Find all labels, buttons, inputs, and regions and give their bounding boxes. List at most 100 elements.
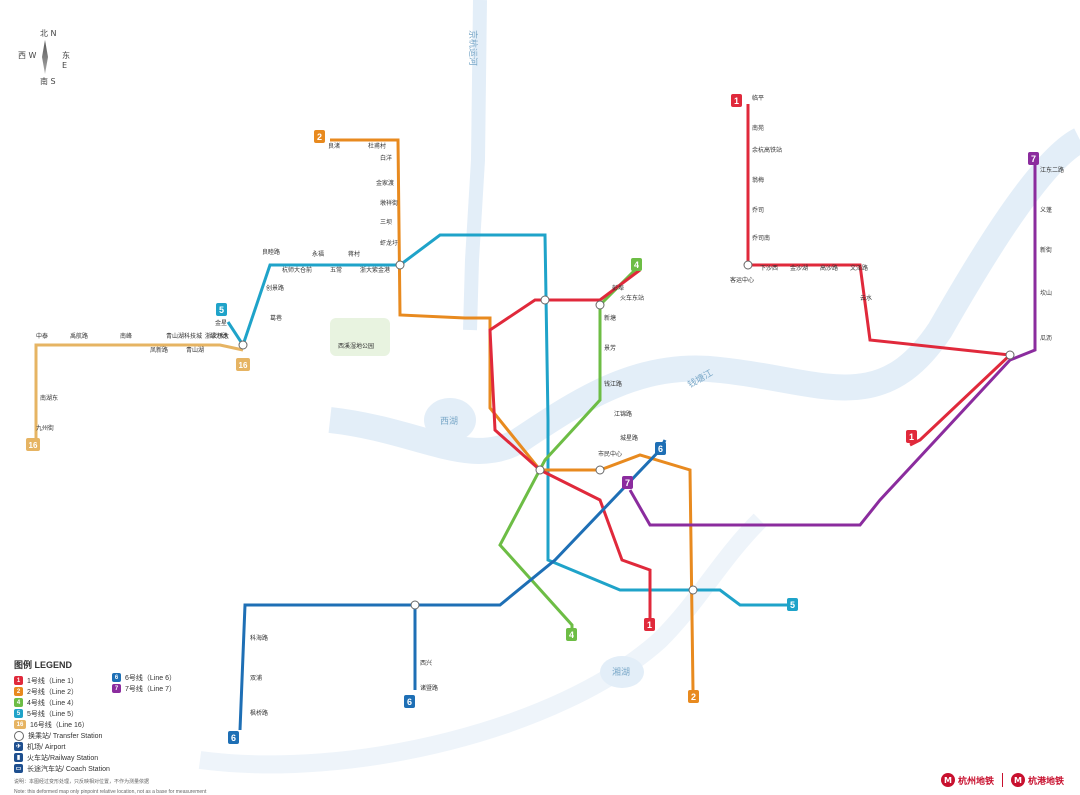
station-label: 临平 — [752, 94, 764, 102]
legend-item: 2 2号线（Line 2） — [14, 686, 314, 697]
line-5-badge-east: 5 — [787, 598, 798, 611]
hangzhou-metro-name: 杭州地铁 — [957, 776, 994, 787]
legend-swatch: 2 — [14, 687, 23, 696]
svg-text:7: 7 — [625, 478, 630, 488]
svg-text:6: 6 — [407, 697, 412, 707]
coach-icon: ▭ — [14, 764, 23, 773]
station-label: 下沙西 — [760, 265, 778, 272]
west-lake — [424, 398, 476, 442]
compass-north-en: N — [50, 29, 57, 38]
grand-canal — [463, 0, 487, 331]
line-2-badge-north: 2 — [314, 130, 325, 143]
station-label: 南湖东 — [40, 394, 58, 402]
legend-item: 7 7号线（Line 7） — [112, 683, 176, 694]
line-5-badge-west: 5 — [216, 303, 227, 316]
compass: 北 N 南 S 东 E 西 W — [18, 28, 72, 88]
station-label: 葛巷 — [270, 314, 282, 322]
station-label: 中泰 — [36, 332, 48, 340]
station-label: 城星路 — [620, 434, 638, 442]
legend-note: 说明：本图经过变形处理，只反映相对位置，不作为测量依据 — [14, 779, 150, 785]
station-label: 瓜沥 — [1040, 334, 1052, 342]
station-label: 景芳 — [604, 344, 616, 352]
legend-text: 16号线（Line 16） — [30, 721, 89, 729]
line-1-badge-north: 1 — [731, 94, 742, 107]
line-1-badge-south: 1 — [644, 618, 655, 631]
legend-text: 1号线（Line 1） — [27, 677, 78, 685]
compass-star-icon — [42, 40, 48, 74]
svg-text:6: 6 — [231, 733, 236, 743]
legend-airport: ✈ 机场/ Airport — [14, 741, 314, 752]
svg-text:4: 4 — [569, 630, 574, 640]
legend-text: 长途汽车站/ Coach Station — [27, 765, 110, 773]
line-7-path — [628, 160, 1037, 527]
station-label: 南峰 — [120, 332, 132, 340]
transfer-station — [395, 260, 405, 270]
legend-item: 6 6号线（Line 6） — [112, 672, 176, 683]
xixi-wetland — [330, 318, 390, 356]
airport-icon: ✈ — [14, 742, 23, 751]
station-label: 白洋 — [380, 154, 392, 162]
station-label: 义蓬 — [1040, 206, 1052, 214]
station-label: 乔司南 — [752, 234, 770, 242]
line-2-path — [330, 138, 695, 691]
legend-swatch: 7 — [112, 684, 121, 693]
line-1-badge-east: 1 — [906, 430, 917, 443]
compass-south-en: S — [50, 77, 56, 86]
compass-west-en: W — [28, 51, 37, 60]
compass-south: 南 S — [40, 76, 56, 87]
transfer-station — [540, 295, 550, 305]
line-6-badge-south: 6 — [404, 695, 415, 708]
station-label: 杜甫村 — [368, 142, 386, 150]
svg-text:7: 7 — [1031, 154, 1036, 164]
svg-text:6: 6 — [658, 444, 663, 454]
station-label: 永福 — [312, 250, 324, 258]
railway-icon: ▮ — [14, 753, 23, 762]
qiantang-river — [328, 128, 1080, 464]
station-label: 凤新路 — [150, 346, 168, 354]
legend-title: 图例 LEGEND — [14, 660, 73, 670]
station-label: 青山湖 — [186, 346, 204, 354]
station-label: 金沙湖 — [790, 264, 808, 272]
line-7-badge-east: 7 — [1028, 152, 1039, 165]
logo-divider — [1001, 773, 1003, 787]
hangzhou-mtr-logo-icon: M — [1010, 773, 1025, 787]
transfer-station — [688, 585, 698, 595]
svg-text:16: 16 — [29, 441, 38, 450]
legend-text: 4号线（Line 4） — [27, 699, 78, 707]
line-4-badge-north: 4 — [631, 258, 642, 271]
transfer-station — [743, 260, 753, 270]
legend-text: 7号线（Line 7） — [125, 685, 176, 693]
transfer-station — [535, 465, 545, 475]
legend-text: 火车站/Railway Station — [27, 754, 99, 762]
station-label: 三坝 — [380, 218, 392, 226]
compass-east-en: E — [62, 61, 68, 70]
xianghu-label: 湘湖 — [612, 666, 630, 678]
legend-text: 2号线（Line 2） — [27, 688, 78, 696]
line-badges: 1 1 1 2 2 4 4 5 5 6 6 6 7 7 16 16 — [26, 94, 1039, 744]
station-label: 浙大紫金港 — [360, 266, 390, 274]
svg-text:16: 16 — [239, 361, 248, 370]
line-7-badge-mid: 7 — [622, 476, 633, 489]
station-label: 文泽路 — [850, 264, 868, 272]
station-label: 双浦 — [250, 674, 262, 682]
station-label: 禹航路 — [70, 332, 88, 340]
transfer-stations — [238, 260, 1015, 610]
transfer-station — [595, 300, 605, 310]
line-16-badge-west: 16 — [26, 438, 40, 451]
station-label: 蒋村 — [348, 250, 360, 258]
station-label: 金星 — [215, 319, 227, 327]
line-4-badge-south: 4 — [566, 628, 577, 641]
station-label: 客运中心 — [730, 276, 754, 284]
station-label: 余杭高铁站 — [752, 146, 782, 154]
legend-note-en: Note: this deformed map only pinpoint re… — [14, 789, 207, 795]
legend-text: 6号线（Line 6） — [125, 674, 176, 682]
station-label: 诸暨路 — [420, 684, 438, 692]
station-label: 坎山 — [1040, 289, 1052, 297]
legend-text: 机场/ Airport — [27, 743, 66, 751]
legend-item: 1 1号线（Line 1） — [14, 675, 314, 686]
transfer-station — [238, 340, 248, 350]
station-label: 虾龙圩 — [380, 239, 398, 247]
operator-logos: M 杭州地铁 M 杭港地铁 — [940, 773, 1064, 787]
legend-text: 换乘站/ Transfer Station — [28, 732, 103, 740]
legend-swatch: 1 — [14, 676, 23, 685]
